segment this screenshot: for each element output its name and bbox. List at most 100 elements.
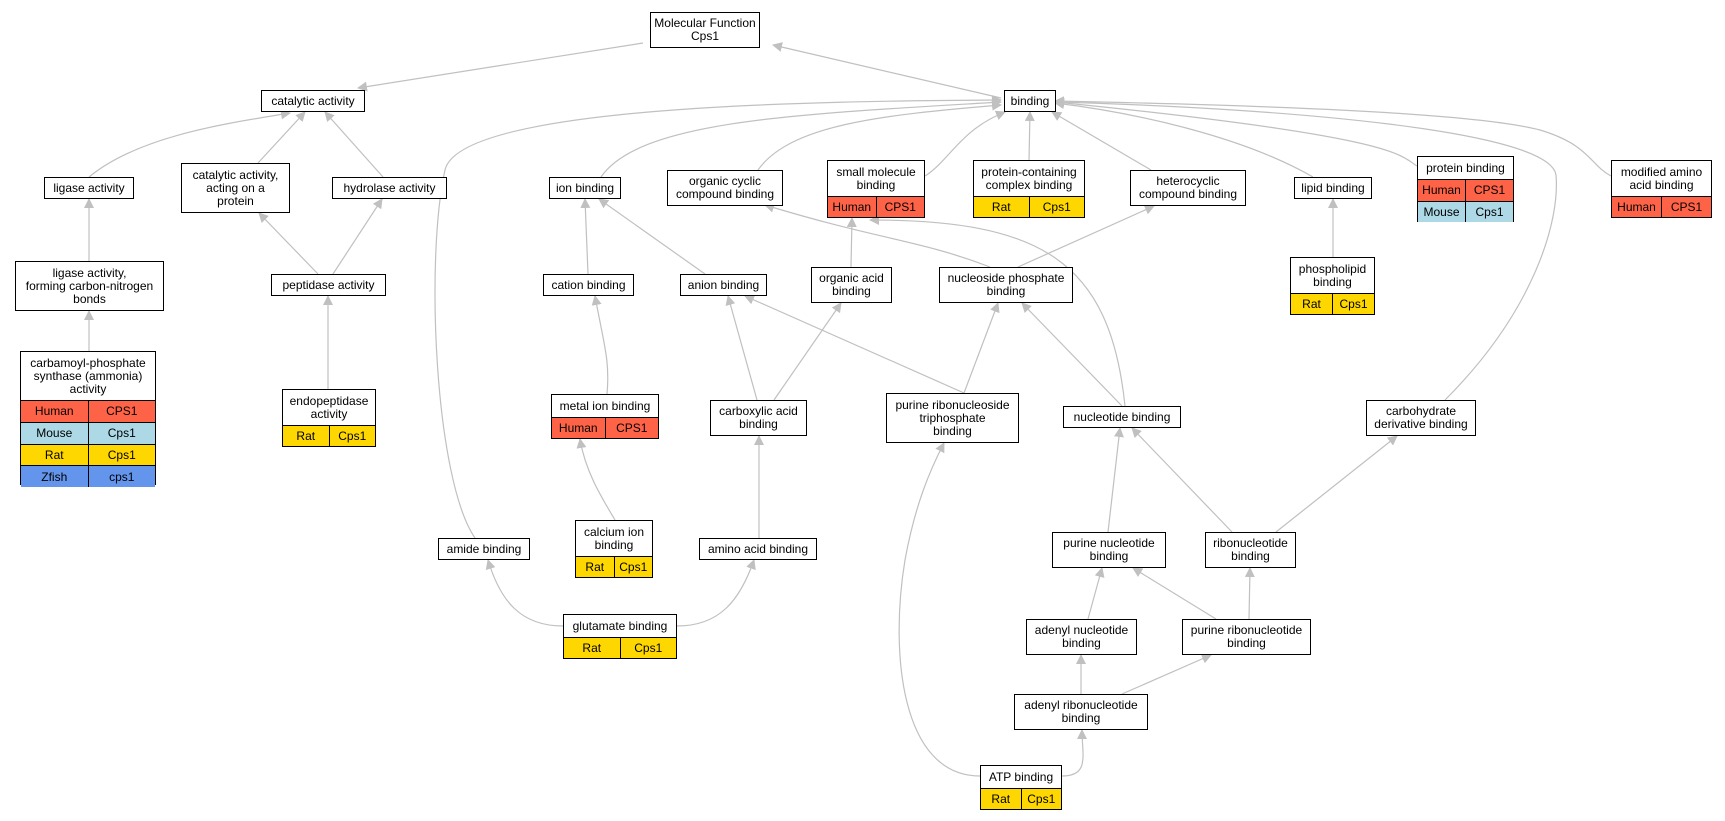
- edge-catalytic-to-mf: [357, 42, 644, 92]
- species-cell: Rat: [1302, 297, 1321, 311]
- gene-cell: Cps1: [87, 422, 156, 444]
- edge-carboxylic-to-anion: [725, 295, 758, 401]
- edge-carbohydrate-to-binding: [1054, 97, 1557, 401]
- node-amino-acid[interactable]: amino acid binding: [699, 538, 817, 560]
- node-cps[interactable]: carbamoyl-phosphate synthase (ammonia) a…: [20, 351, 156, 487]
- gene-cell: Cps1: [613, 557, 653, 577]
- node-label: anion binding: [687, 277, 760, 292]
- edge-calcium-to-metal-ion: [576, 438, 616, 521]
- node-label: binding: [1010, 93, 1050, 108]
- node-binding[interactable]: binding: [1004, 90, 1056, 112]
- gene-cell: CPS1: [1661, 197, 1711, 217]
- gene-cell: CPS1: [604, 418, 659, 438]
- edge-atp-to-adenyl-ribonuc: [1061, 729, 1088, 777]
- node-label: hydrolase activity: [343, 180, 436, 195]
- node-purine-ribonuc[interactable]: purine ribonucleotide binding: [1182, 619, 1311, 655]
- node-lipid[interactable]: lipid binding: [1294, 177, 1372, 199]
- edge-anion-to-ion: [598, 198, 706, 275]
- node-label: carboxylic acid binding: [719, 404, 798, 431]
- edge-org-acid-to-small-mol: [846, 217, 857, 268]
- edge-glutamate-to-amide: [485, 559, 564, 627]
- species-cell: Human: [832, 200, 872, 214]
- node-label: protein-containing complex binding: [981, 164, 1077, 192]
- species-cell: Rat: [585, 560, 605, 574]
- node-carboxylic[interactable]: carboxylic acid binding: [710, 400, 807, 436]
- node-hydrolase[interactable]: hydrolase activity: [332, 177, 447, 199]
- node-cat-protein[interactable]: catalytic activity, acting on a protein: [181, 163, 290, 213]
- node-label: amino acid binding: [707, 541, 809, 556]
- node-label: calcium ion binding: [583, 524, 645, 552]
- node-peptidase[interactable]: peptidase activity: [271, 274, 386, 296]
- node-ligase-cn[interactable]: ligase activity, forming carbon-nitrogen…: [15, 261, 164, 311]
- edge-nuc-phos-to-org-cyclic: [764, 202, 991, 268]
- node-label: glutamate binding: [572, 618, 668, 633]
- node-org-acid[interactable]: organic acid binding: [811, 267, 892, 303]
- node-label: modified amino acid binding: [1620, 164, 1703, 192]
- edge-org-cyclic-to-binding: [757, 100, 1002, 171]
- edge-mod-aa-to-binding: [1054, 96, 1612, 177]
- node-label: protein binding: [1426, 160, 1505, 175]
- node-org-cyclic[interactable]: organic cyclic compound binding: [667, 170, 783, 206]
- node-anion[interactable]: anion binding: [680, 274, 767, 296]
- edge-cation-to-ion: [580, 198, 591, 275]
- node-adenyl-nuc[interactable]: adenyl nucleotide binding: [1026, 619, 1137, 655]
- gene-row: Rat Cps1: [576, 556, 652, 577]
- node-ribonucleotide[interactable]: ribonucleotide binding: [1205, 532, 1296, 568]
- node-label: ribonucleotide binding: [1213, 536, 1288, 563]
- node-ion[interactable]: ion binding: [549, 177, 621, 199]
- node-purine-rnstp[interactable]: purine ribonucleoside triphosphate bindi…: [886, 393, 1019, 443]
- node-heterocyclic[interactable]: heterocyclic compound binding: [1130, 170, 1246, 206]
- node-label: ligase activity: [53, 180, 125, 195]
- edge-carboxylic-to-org-acid: [773, 302, 842, 401]
- species-cell: Human: [558, 421, 598, 435]
- edge-purine-nuc-to-nucleotide: [1107, 427, 1124, 533]
- node-carbohydrate[interactable]: carbohydrate derivative binding: [1366, 400, 1476, 436]
- node-purine-nuc[interactable]: purine nucleotide binding: [1052, 532, 1166, 568]
- node-label: lipid binding: [1301, 180, 1365, 195]
- node-label: catalytic activity, acting on a protein: [192, 167, 279, 208]
- gene-cell: CPS1: [875, 197, 925, 217]
- edge-ligase-to-catalytic: [88, 109, 291, 178]
- node-label: adenyl ribonucleotide binding: [1024, 698, 1138, 725]
- node-catalytic[interactable]: catalytic activity: [261, 90, 365, 112]
- node-nucleotide[interactable]: nucleotide binding: [1063, 406, 1181, 428]
- node-cation[interactable]: cation binding: [543, 274, 634, 296]
- node-amide[interactable]: amide binding: [438, 538, 530, 560]
- node-label: nucleotide binding: [1073, 409, 1171, 424]
- node-label: phospholipid binding: [1298, 261, 1367, 289]
- node-adenyl-ribonuc[interactable]: adenyl ribonucleotide binding: [1014, 694, 1148, 730]
- edge-heterocyclic-to-binding: [1051, 111, 1152, 171]
- edge-peptidase-to-hydrolase: [332, 198, 383, 275]
- edge-ribonucleotide-to-carbohydrate: [1275, 435, 1398, 533]
- node-label: heterocyclic compound binding: [1138, 174, 1238, 201]
- edge-adenyl-ribonuc-to-purine-ribonuc: [1121, 654, 1212, 695]
- edge-hydrolase-to-catalytic: [324, 111, 384, 178]
- edge-nucleotide-to-nuc-phos: [1021, 302, 1123, 407]
- node-ligase[interactable]: ligase activity: [44, 177, 134, 199]
- node-nuc-phos[interactable]: nucleoside phosphate binding: [939, 267, 1073, 303]
- species-cell: Zfish: [41, 469, 68, 484]
- node-mf[interactable]: Molecular Function Cps1: [650, 12, 760, 48]
- edge-ion-to-binding: [600, 97, 1002, 178]
- edge-nuc-phos-to-heterocyclic: [1017, 205, 1155, 268]
- species-cell: Human: [1422, 183, 1461, 198]
- gene-cell: Cps1: [1465, 201, 1513, 222]
